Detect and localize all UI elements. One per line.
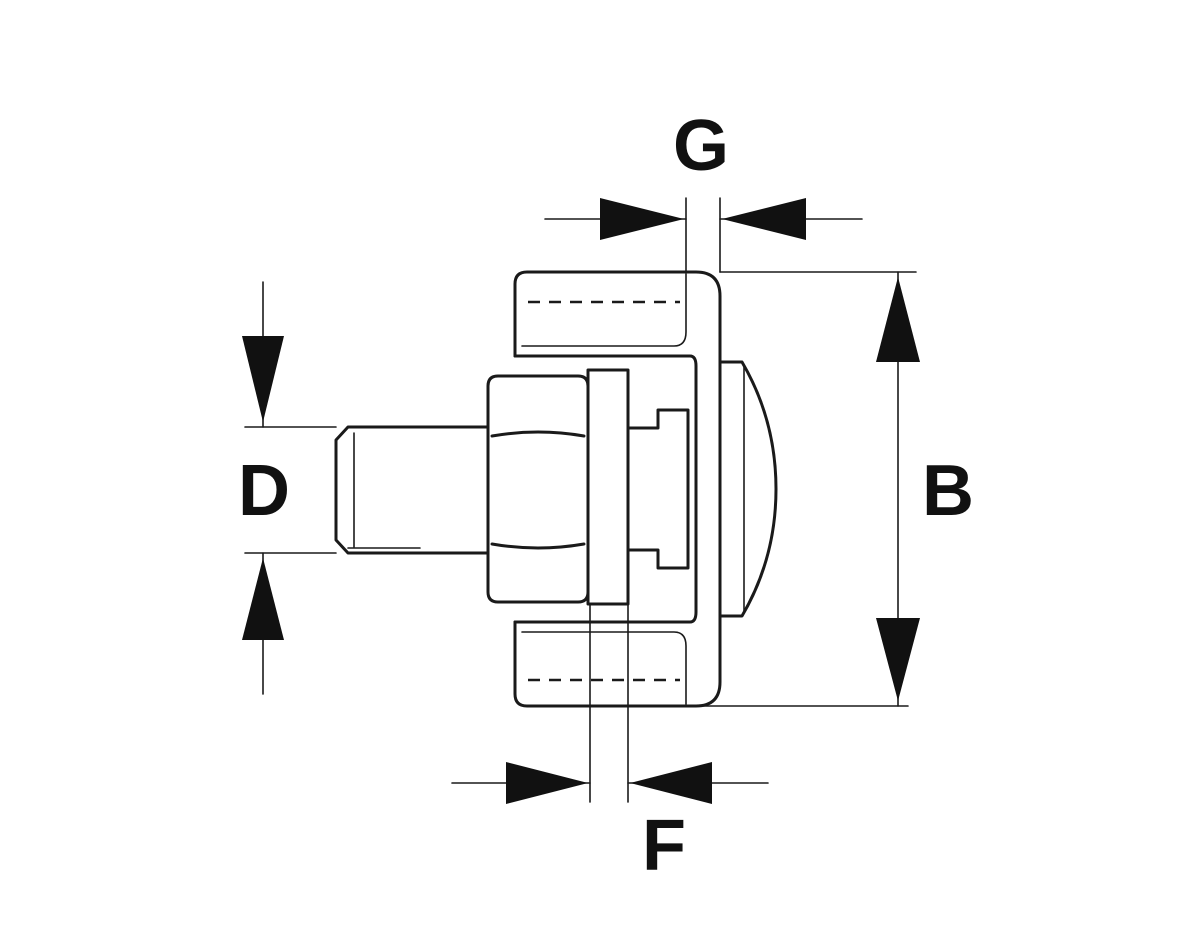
- outer-ring-bracket: [513, 270, 722, 708]
- arrow-f-left: [506, 762, 588, 804]
- shaft-collar: [626, 408, 690, 570]
- arrow-g-right: [722, 198, 806, 240]
- arrow-b-top: [876, 277, 920, 362]
- dimension-g: G: [544, 106, 863, 273]
- threaded-stud: [334, 425, 490, 555]
- arrow-d-top: [242, 336, 284, 422]
- dimension-b: B: [699, 271, 974, 707]
- dimension-d: D: [238, 281, 337, 695]
- arrow-b-bottom: [876, 618, 920, 701]
- label-d: D: [238, 451, 290, 531]
- label-g: G: [673, 106, 729, 186]
- hex-nut: [486, 374, 590, 604]
- arrow-d-bottom: [242, 558, 284, 640]
- label-b: B: [922, 451, 974, 531]
- washer: [586, 368, 630, 606]
- domed-cap: [718, 360, 778, 618]
- label-f: F: [642, 806, 686, 886]
- arrow-f-right: [630, 762, 712, 804]
- arrow-g-left: [600, 198, 684, 240]
- dimension-f: F: [451, 603, 769, 886]
